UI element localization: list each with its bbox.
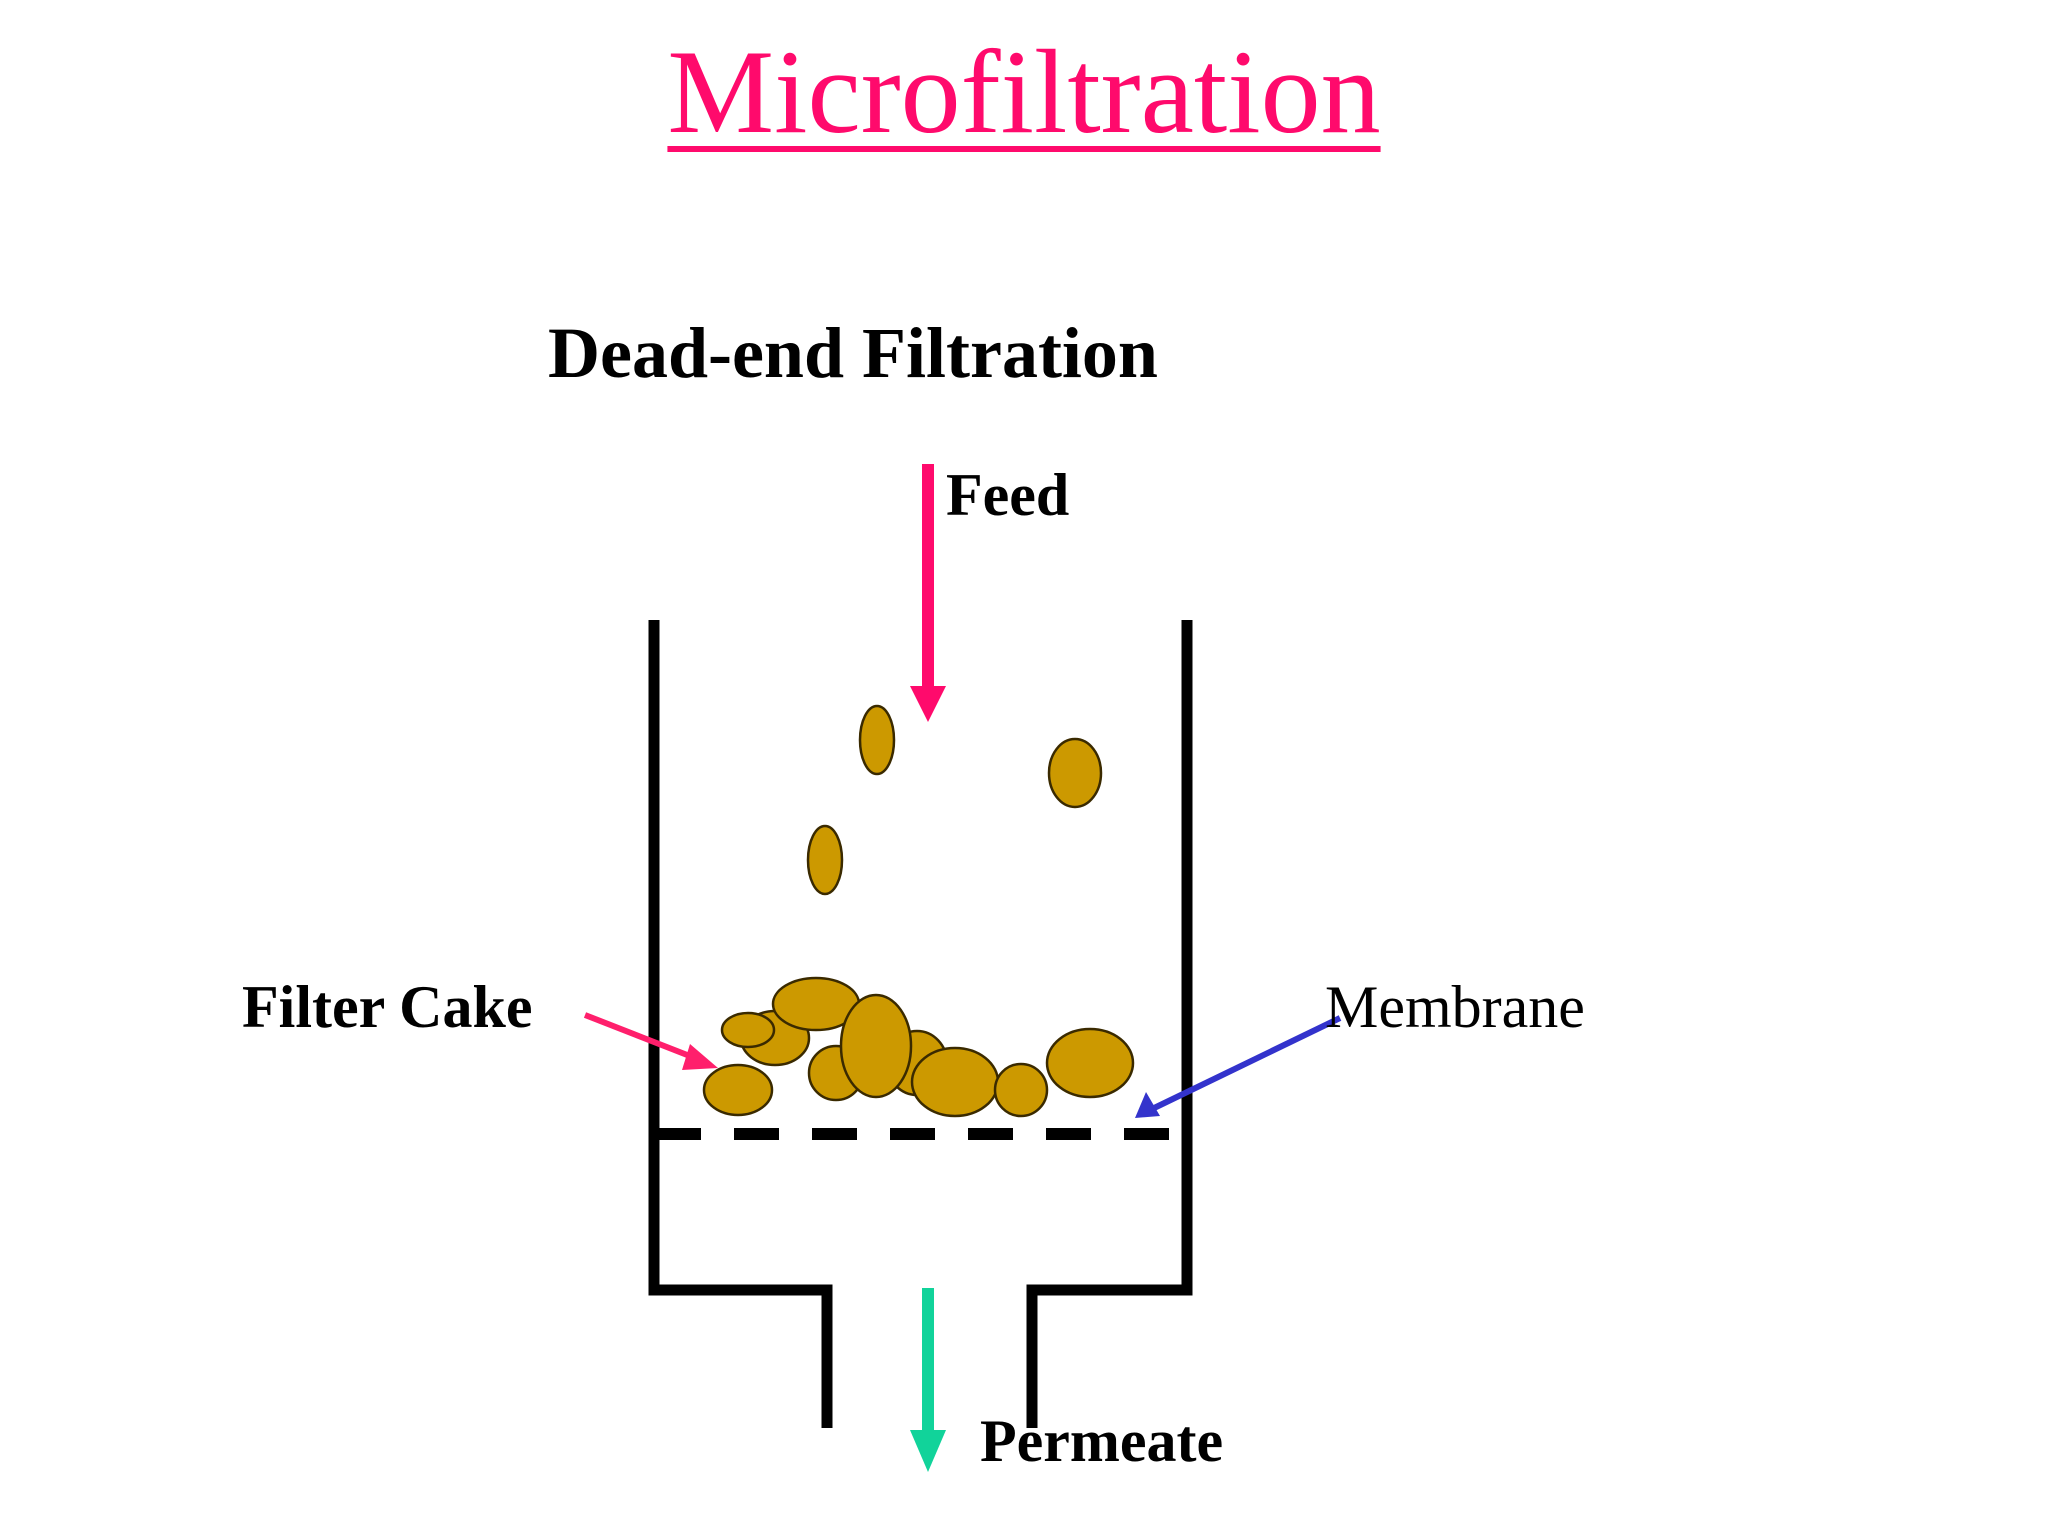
particle	[993, 1062, 1049, 1118]
suspended-particles	[806, 704, 1103, 896]
vessel-right-wall	[1026, 620, 1193, 1428]
filter-cake-label: Filter Cake	[242, 974, 533, 1040]
filter-cake-arrow	[583, 1012, 718, 1070]
particle	[1045, 1027, 1135, 1099]
particle	[858, 704, 896, 776]
filter-cake-particles	[702, 976, 1135, 1118]
membrane-label: Membrane	[1325, 974, 1585, 1040]
particle	[839, 993, 913, 1099]
permeate-label: Permeate	[980, 1408, 1224, 1474]
vessel-left-wall	[648, 620, 833, 1428]
particle	[910, 1046, 1000, 1118]
page-title: Microfiltration	[667, 25, 1381, 158]
diagram-subtitle: Dead-end Filtration	[548, 313, 1158, 393]
feed-arrow	[910, 464, 946, 722]
particle	[806, 824, 844, 896]
permeate-arrow	[910, 1288, 946, 1472]
membrane-arrow	[1135, 1015, 1342, 1118]
particle	[702, 1063, 774, 1117]
feed-label: Feed	[946, 462, 1070, 528]
particle	[1047, 737, 1103, 809]
particle	[720, 1011, 776, 1049]
vessel	[648, 620, 1193, 1428]
